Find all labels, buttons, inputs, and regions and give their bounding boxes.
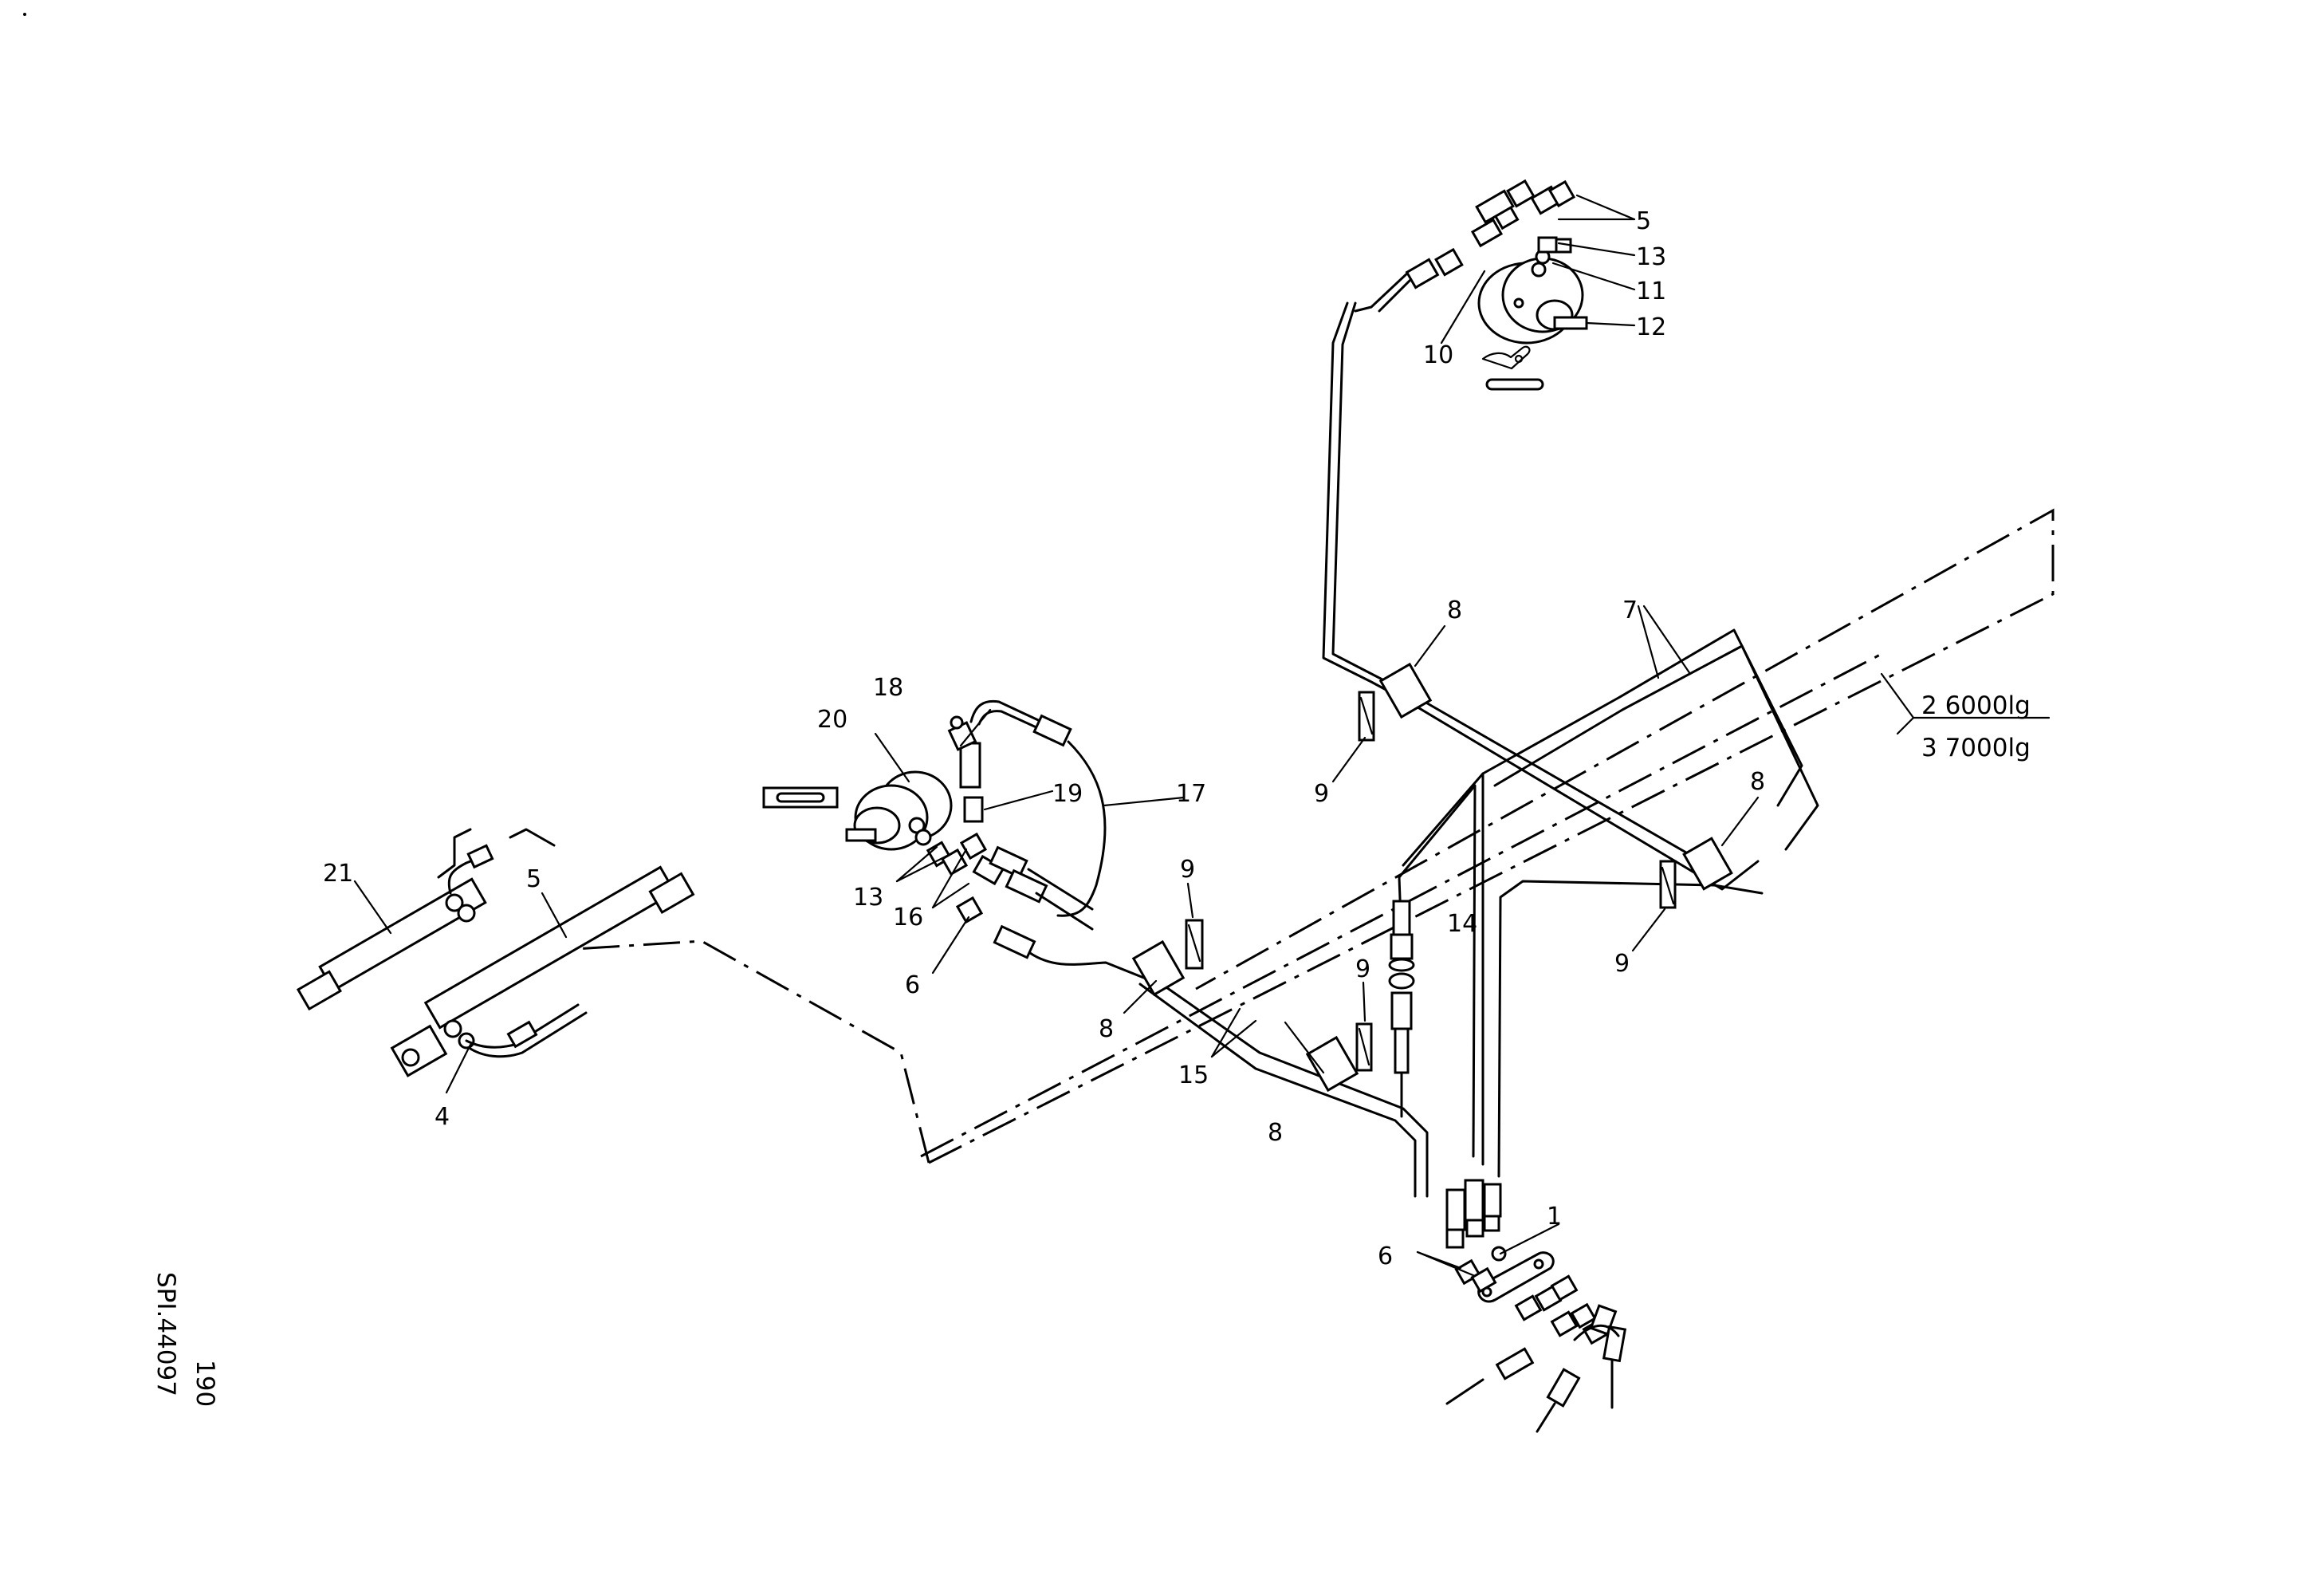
callout-9-d: 9 <box>1355 955 1370 983</box>
callout-6-mid: 6 <box>905 971 920 999</box>
callout-5: 5 <box>526 865 541 893</box>
callout-8-a: 8 <box>1447 597 1462 624</box>
fittings-13-16 <box>926 832 1147 980</box>
callout-13-mid: 13 <box>853 884 883 912</box>
drawing-reference: SPI.44097 190 <box>151 1272 219 1407</box>
callout-15: 15 <box>1178 1061 1209 1089</box>
length-notes: 2 6000lg 3 7000lg <box>1921 691 2031 762</box>
callout-17: 17 <box>1176 780 1206 808</box>
callout-14: 14 <box>1447 910 1477 938</box>
manifold-bottom <box>1445 1179 1627 1433</box>
length-note-2: 2 6000lg <box>1921 691 2031 720</box>
callout-10: 10 <box>1423 341 1453 369</box>
plates-9 <box>1185 691 1677 1072</box>
cylinder-21 <box>296 844 494 1011</box>
seal-plate-top <box>1481 345 1544 391</box>
callout-20: 20 <box>817 706 847 734</box>
callout-8-d: 8 <box>1268 1119 1283 1147</box>
hydraulic-motor-center <box>845 770 953 851</box>
callout-18: 18 <box>873 674 903 702</box>
callout-12: 12 <box>1636 313 1666 341</box>
drawing-code: SPI.44097 <box>151 1272 180 1396</box>
callout-16: 16 <box>893 904 923 931</box>
callout-6-top: 5 <box>1636 207 1651 235</box>
leader-lines <box>353 194 2051 1278</box>
callout-4: 4 <box>435 1103 450 1131</box>
callout-8-c: 8 <box>1099 1015 1114 1043</box>
callout-21: 21 <box>323 860 353 888</box>
callout-9-a: 9 <box>1314 780 1329 808</box>
length-note-3: 3 7000lg <box>1921 734 2031 762</box>
clamps-8 <box>1131 662 1733 1093</box>
callout-8-b: 8 <box>1750 768 1765 796</box>
valve-18 <box>947 715 984 823</box>
corner-dot <box>23 13 26 16</box>
pipe-routes <box>437 270 2055 1198</box>
callout-labels: 5 13 11 12 10 8 7 8 9 9 9 9 14 15 8 8 18… <box>323 207 1765 1270</box>
union-14 <box>1388 900 1415 1074</box>
callout-11: 11 <box>1636 278 1666 305</box>
callout-1: 1 <box>1547 1203 1562 1231</box>
sheet-number: 190 <box>191 1360 219 1407</box>
seal-plate-center <box>762 786 839 809</box>
callout-13-top: 13 <box>1636 243 1666 271</box>
callout-7: 7 <box>1622 597 1638 624</box>
callout-6-bottom: 6 <box>1378 1243 1393 1270</box>
callout-9-c: 9 <box>1180 856 1195 884</box>
callout-19: 19 <box>1052 780 1083 808</box>
fittings-top <box>1405 179 1576 289</box>
hydraulic-motor-top <box>1477 249 1588 345</box>
callout-9-b: 9 <box>1614 950 1630 978</box>
